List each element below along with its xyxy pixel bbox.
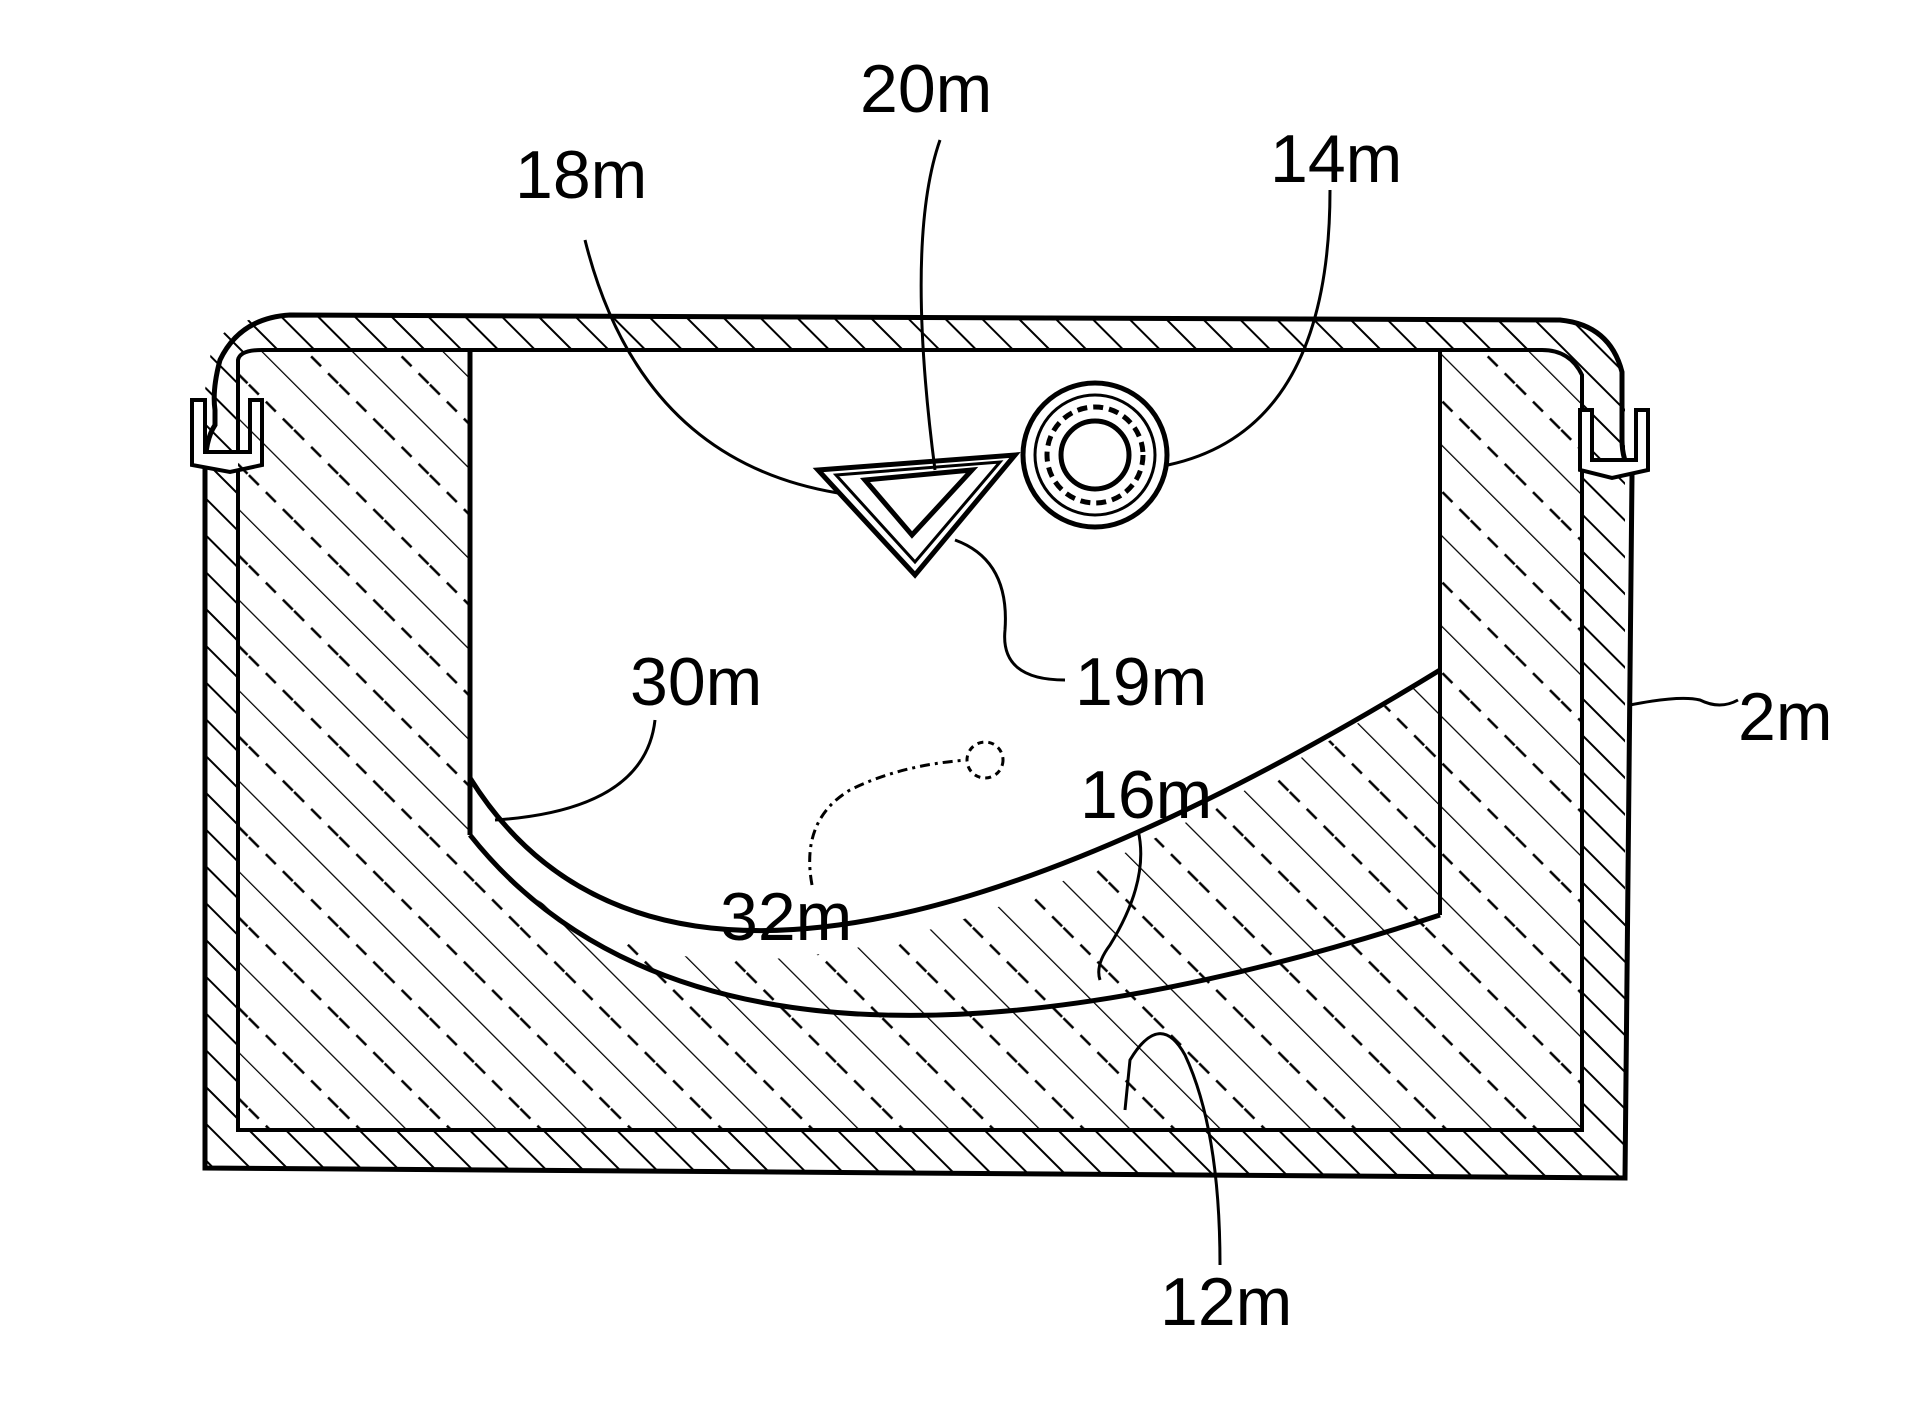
- label-18m: 18m: [515, 137, 647, 213]
- leader-lines: [494, 139, 1739, 1266]
- label-20m: 20m: [860, 51, 992, 127]
- triangle-element: [812, 452, 1021, 579]
- label-19m: 19m: [1075, 644, 1207, 720]
- label-16m: 16m: [1080, 757, 1212, 833]
- leader-32m: [808, 758, 968, 886]
- inner-cavity: [467, 350, 1442, 1018]
- coaxial-pipe: [1020, 380, 1170, 530]
- leader-16m: [1097, 829, 1143, 981]
- label-2m: 2m: [1738, 679, 1832, 755]
- leader-18m: [583, 239, 839, 495]
- label-32m: 32m: [720, 879, 852, 955]
- leader-20m: [919, 139, 942, 471]
- label-30m: 30m: [630, 644, 762, 720]
- reference-labels: 20m 18m 14m 19m 30m 2m 16m 32m 12m: [515, 51, 1832, 1340]
- leader-12m: [1123, 1032, 1222, 1266]
- leader-19m: [954, 538, 1066, 682]
- label-12m: 12m: [1160, 1264, 1292, 1340]
- leader-30m: [494, 719, 657, 822]
- label-14m: 14m: [1270, 121, 1402, 197]
- right-clip: [1578, 408, 1650, 481]
- leader-14m: [1167, 189, 1332, 467]
- leader-2m: [1629, 696, 1739, 707]
- sensor-32m: [965, 740, 1005, 780]
